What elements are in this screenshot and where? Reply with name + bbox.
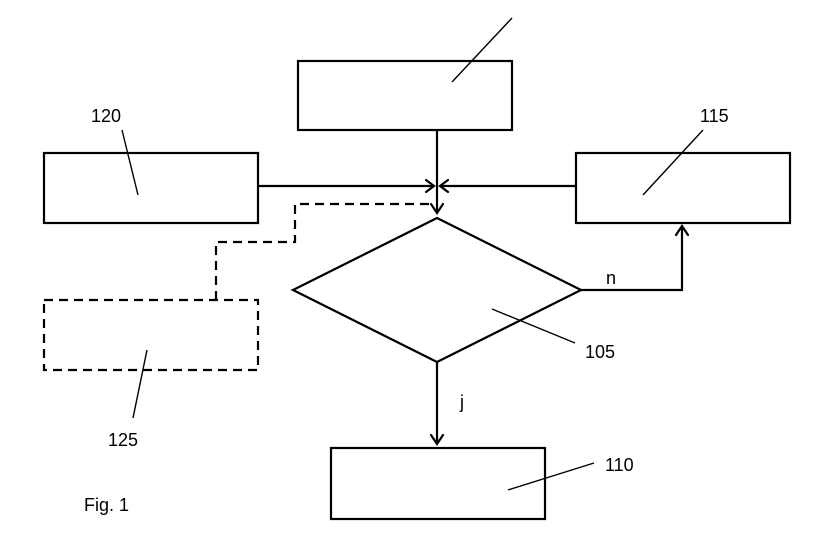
arrowhead-from-box-120 bbox=[424, 178, 436, 194]
box-115-label: 115 bbox=[700, 106, 729, 126]
top-box bbox=[296, 59, 514, 132]
connector-branch-no-to-box-115 bbox=[581, 227, 684, 292]
box-125-label: 125 bbox=[108, 430, 138, 450]
figure-caption: Fig. 1 bbox=[84, 495, 129, 515]
box-115-leader-line bbox=[642, 129, 704, 196]
arrowhead-into-box-115 bbox=[674, 224, 690, 237]
branch-yes-label: j bbox=[459, 392, 464, 412]
arrowhead-from-box-115 bbox=[438, 178, 450, 194]
box-115 bbox=[574, 151, 792, 225]
dashed-connector-box-125-to-diamond bbox=[214, 202, 432, 300]
box-120-leader-line bbox=[121, 129, 139, 196]
branch-no-label: n bbox=[606, 268, 616, 288]
box-110-leader-line bbox=[507, 462, 595, 491]
box-110 bbox=[329, 446, 547, 521]
decision-105-leader-line bbox=[491, 308, 576, 344]
box-120-label: 120 bbox=[91, 106, 121, 126]
arrowhead-into-diamond bbox=[429, 202, 445, 215]
box-125-leader-line bbox=[132, 349, 148, 419]
decision-diamond-105 bbox=[290, 216, 584, 364]
box-120 bbox=[42, 151, 260, 225]
arrowhead-into-box-110 bbox=[429, 433, 445, 446]
box-110-label: 110 bbox=[605, 455, 634, 475]
top-box-leader-line bbox=[451, 17, 513, 83]
decision-105-label: 105 bbox=[585, 342, 615, 362]
dashed-box-125 bbox=[42, 298, 260, 372]
